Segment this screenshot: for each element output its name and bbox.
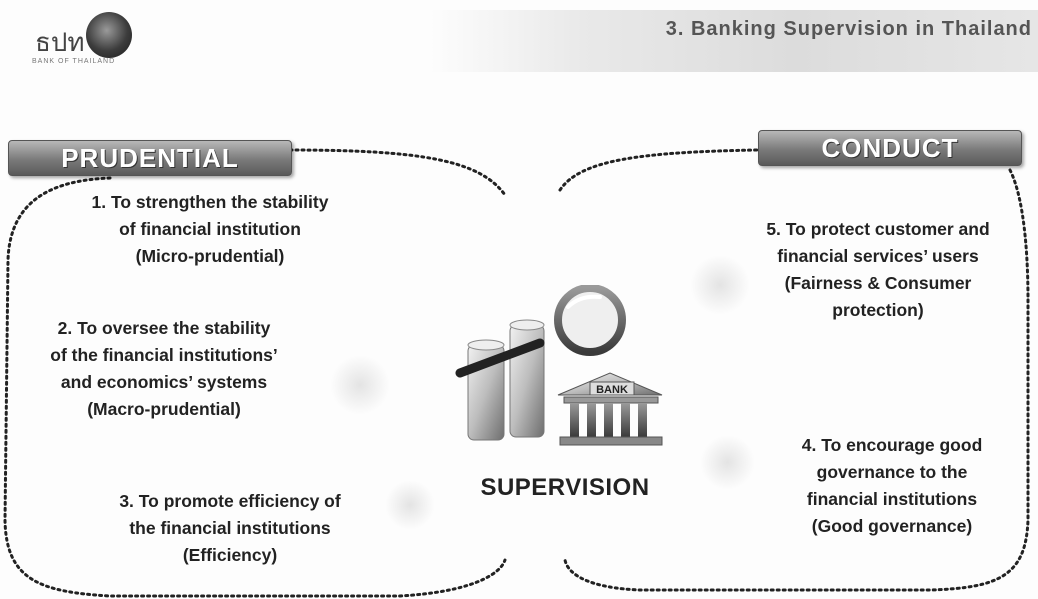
bank-sign-text: BANK [596, 384, 628, 396]
prudential-item-2: 2. To oversee the stability of the finan… [50, 318, 278, 419]
conduct-item-4: 4. To encourage good governance to the f… [801, 435, 983, 536]
bank-column [570, 403, 579, 437]
prudential-item-3: 3. To promote efficiency of the financia… [119, 491, 341, 565]
magnifier-bank-icon: BANK [455, 285, 663, 446]
header-strip [430, 10, 1038, 72]
background-blob [385, 480, 435, 530]
conduct-item-5: 5. To protect customer and financial ser… [766, 219, 990, 320]
background-blob [700, 435, 755, 490]
bank-column [587, 403, 596, 437]
bank-column [604, 403, 613, 437]
seal-logo-icon [86, 12, 132, 58]
prudential-label: PRUDENTIAL [8, 140, 292, 176]
bank-sign-plate [589, 381, 635, 396]
conduct-label: CONDUCT [758, 130, 1022, 166]
bank-column [638, 403, 647, 437]
conduct-frame [558, 148, 1030, 592]
page-title: 3. Banking Supervision in Thailand [665, 18, 1032, 40]
logo-caption: BANK OF THAILAND [32, 58, 116, 65]
background-blob [330, 355, 390, 415]
magnifier-handle [455, 338, 545, 378]
background-blob [690, 255, 750, 315]
prudential-item-1: 1. To strengthen the stability of financ… [91, 192, 329, 266]
logo-text: ธปท [35, 28, 85, 58]
bank-column [621, 403, 630, 437]
supervision-label: SUPERVISION [480, 474, 650, 501]
prudential-frame [3, 148, 507, 598]
